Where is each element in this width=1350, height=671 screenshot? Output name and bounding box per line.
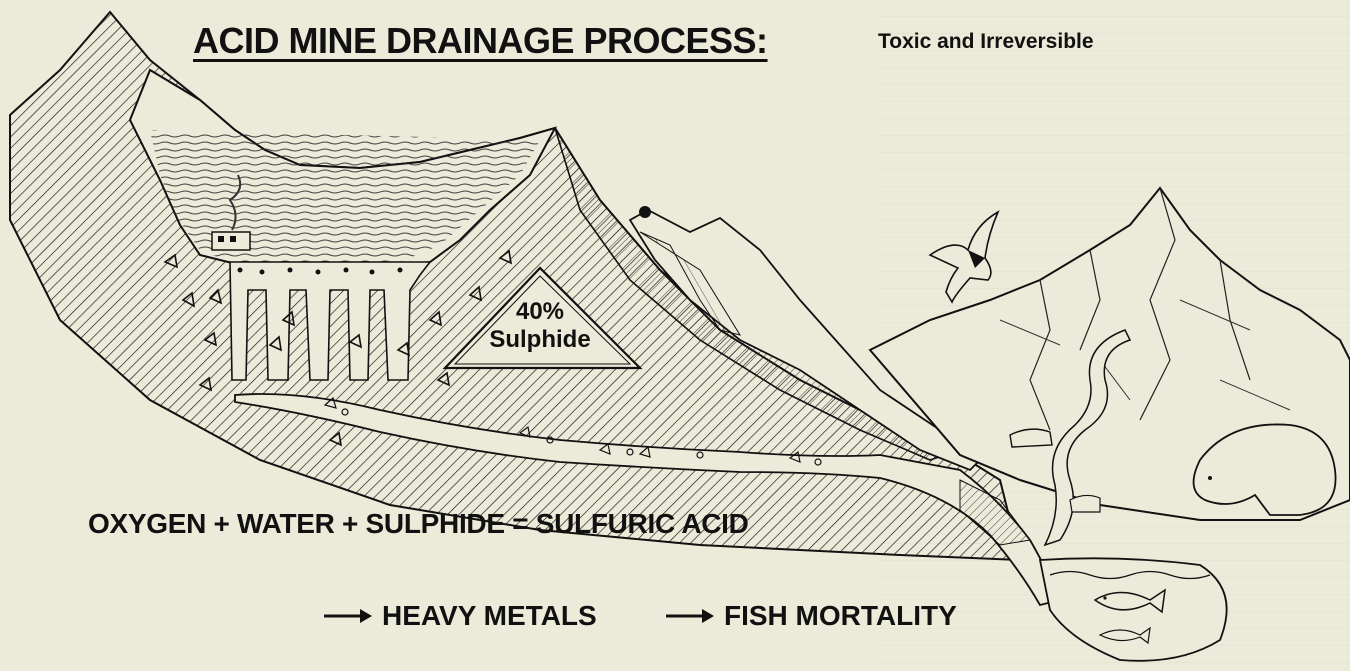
effect-heavy-metals: HEAVY METALS [322, 596, 597, 636]
acid-equation: OXYGEN + WATER + SULPHIDE = SULFURIC ACI… [88, 508, 749, 540]
arrow-right-icon [322, 606, 374, 626]
arrow-right-icon [664, 606, 716, 626]
effect-heavy-metals-label: HEAVY METALS [382, 600, 597, 632]
eagle-icon [930, 212, 998, 302]
diagram-subtitle: Toxic and Irreversible [878, 30, 1094, 54]
effect-fish-mortality: FISH MORTALITY [664, 596, 957, 636]
sulphide-label-text: 40%Sulphide [470, 298, 610, 354]
sulphide-word: Sulphide [470, 326, 610, 354]
sulphide-percent: 40% [470, 298, 610, 326]
sulphide-label: 40%Sulphide [470, 298, 610, 354]
diagram-title: ACID MINE DRAINAGE PROCESS: [193, 20, 768, 62]
effect-fish-mortality-label: FISH MORTALITY [724, 600, 957, 632]
